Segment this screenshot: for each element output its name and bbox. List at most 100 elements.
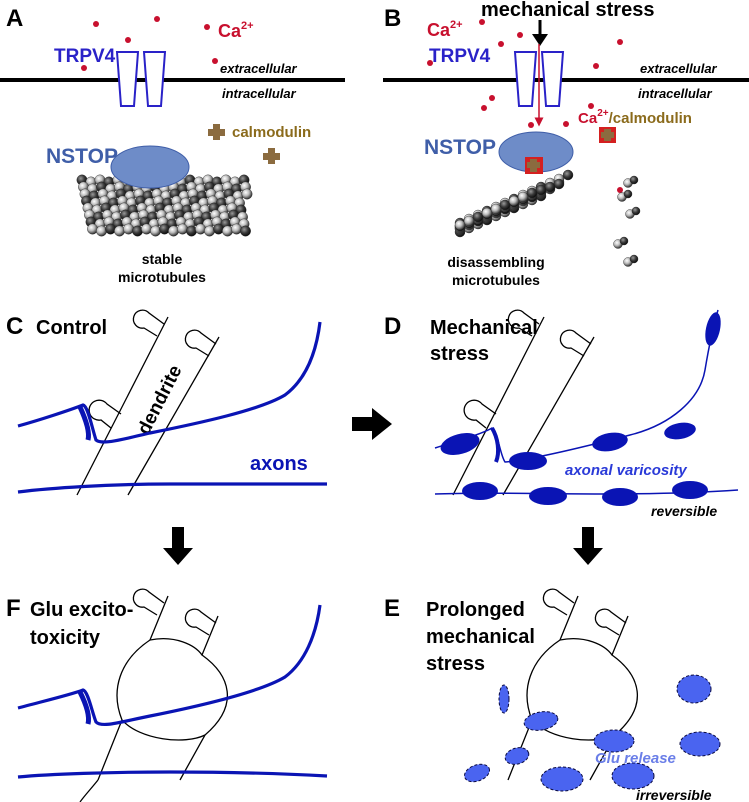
glu-release-blobs xyxy=(463,674,721,792)
tubulin-subunit xyxy=(87,223,98,235)
disassembling-microtubule xyxy=(454,169,641,267)
stable-microtubule xyxy=(76,174,253,237)
tubulin-subunit xyxy=(631,206,641,216)
panel-e-title-3: stress xyxy=(426,653,485,675)
tubulin-subunit xyxy=(204,225,215,237)
panel-f: F Glu excito- toxicity xyxy=(6,588,328,802)
tubulin-subunit xyxy=(123,223,134,235)
trpv4-label-a: TRPV4 xyxy=(54,46,116,67)
trpv4-channel-b xyxy=(513,51,565,107)
panel-b: B Ca2+ mechanical stress TRPV4 extracell… xyxy=(383,0,749,288)
panel-c-title: Control xyxy=(36,317,107,339)
panel-d-title-1: Mechanical xyxy=(430,317,538,339)
calmodulin-label-a: calmodulin xyxy=(232,124,311,141)
tubulin-subunit xyxy=(231,223,242,235)
panel-d-title-2: stress xyxy=(430,343,489,365)
tubulin-subunit xyxy=(168,225,179,237)
calcium-label-a: Ca2+ xyxy=(218,20,254,41)
trpv4-channel-a xyxy=(115,51,167,107)
mt-label-a1: stable xyxy=(142,251,183,267)
arrow-d-to-e xyxy=(573,527,603,565)
tubulin-subunit xyxy=(105,223,116,235)
nstop-protein-a xyxy=(110,145,190,189)
tubulin-subunit xyxy=(517,191,529,203)
dendrite-c xyxy=(76,309,220,496)
tubulin-subunit xyxy=(241,188,253,200)
tubulin-subunit xyxy=(132,225,143,237)
tubulin-subunit xyxy=(150,225,161,237)
tubulin-subunit xyxy=(619,236,629,246)
axons-f xyxy=(17,604,328,779)
tubulin-subunit xyxy=(195,223,206,235)
irreversible-label: irreversible xyxy=(636,787,712,802)
tubulin-subunit xyxy=(508,195,520,207)
calcium-label-b: Ca2+ xyxy=(427,19,463,40)
tubulin-subunit xyxy=(499,199,511,211)
mt-label-b2: microtubules xyxy=(452,272,540,288)
intracellular-label-b: intracellular xyxy=(638,86,713,101)
panel-a-letter: A xyxy=(6,5,23,32)
panel-f-title-1: Glu excito- xyxy=(30,599,133,621)
mechanical-stress-label: mechanical stress xyxy=(481,0,654,21)
panel-e: E Prolonged mechanical stress Glu releas… xyxy=(384,588,721,802)
nstop-label-a: NSTOP xyxy=(46,145,118,168)
ca-calmodulin-icon xyxy=(599,127,616,143)
nstop-calmodulin-complex xyxy=(525,157,543,174)
tubulin-subunit xyxy=(240,225,251,237)
arrow-c-to-d xyxy=(352,408,392,440)
stress-arrow xyxy=(532,20,548,46)
trpv4-label-b: TRPV4 xyxy=(429,46,491,67)
nstop-label-b: NSTOP xyxy=(424,136,496,159)
tubulin-subunit xyxy=(526,187,538,199)
calcium-dots-b xyxy=(427,19,623,193)
ca-calmodulin-label: Ca2+/calmodulin xyxy=(578,108,692,127)
panel-c: C Control dendrite axons xyxy=(6,309,327,496)
tubulin-subunit xyxy=(186,225,197,237)
intracellular-label-a: intracellular xyxy=(222,86,297,101)
tubulin-subunit xyxy=(553,178,565,190)
glu-release-label: Glu release xyxy=(595,750,676,767)
tubulin-subunit xyxy=(159,223,170,235)
tubulin-subunit xyxy=(562,169,574,181)
tubulin-subunit xyxy=(454,219,466,231)
tubulin-subunit xyxy=(114,225,125,237)
axons-c xyxy=(17,321,327,494)
tubulin-subunit xyxy=(629,254,639,264)
axons-label: axons xyxy=(250,453,308,475)
calmodulin-icon-a1 xyxy=(208,124,225,140)
panel-b-letter: B xyxy=(384,5,401,32)
panel-f-title-2: toxicity xyxy=(30,627,101,649)
panel-e-letter: E xyxy=(384,595,400,622)
tubulin-subunit xyxy=(623,189,633,199)
varicosity-label: axonal varicosity xyxy=(565,462,687,479)
panel-e-title-2: mechanical xyxy=(426,626,535,648)
tubulin-subunit xyxy=(535,184,547,196)
mt-label-a2: microtubules xyxy=(118,269,206,285)
reversible-label: reversible xyxy=(651,503,717,519)
panel-d-letter: D xyxy=(384,313,401,340)
panel-c-letter: C xyxy=(6,313,23,340)
extracellular-label-b: extracellular xyxy=(640,61,718,76)
panel-d: D Mechanical stress axonal varicosity xyxy=(384,309,739,519)
tubulin-subunit xyxy=(481,207,493,219)
tubulin-subunit xyxy=(96,225,107,237)
calcium-dots-a xyxy=(81,16,218,71)
tubulin-subunit xyxy=(490,203,502,215)
tubulin-subunit xyxy=(213,223,224,235)
panel-f-letter: F xyxy=(6,595,21,622)
arrow-c-to-f xyxy=(163,527,193,565)
tubulin-subunit xyxy=(222,225,233,237)
panel-e-title-1: Prolonged xyxy=(426,599,525,621)
extracellular-label-a: extracellular xyxy=(220,61,298,76)
calmodulin-icon-a2 xyxy=(263,148,280,164)
tubulin-subunit xyxy=(629,175,639,185)
varicosities-d xyxy=(440,312,721,506)
panel-a: A Ca2+ TRPV4 extracellular intracellular… xyxy=(0,5,345,285)
tubulin-subunit xyxy=(463,215,475,227)
tubulin-subunit xyxy=(177,223,188,235)
tubulin-subunit xyxy=(141,223,152,235)
mt-label-b1: disassembling xyxy=(447,254,544,270)
tubulin-subunit xyxy=(544,181,556,193)
swollen-dendrite-f xyxy=(79,588,229,802)
